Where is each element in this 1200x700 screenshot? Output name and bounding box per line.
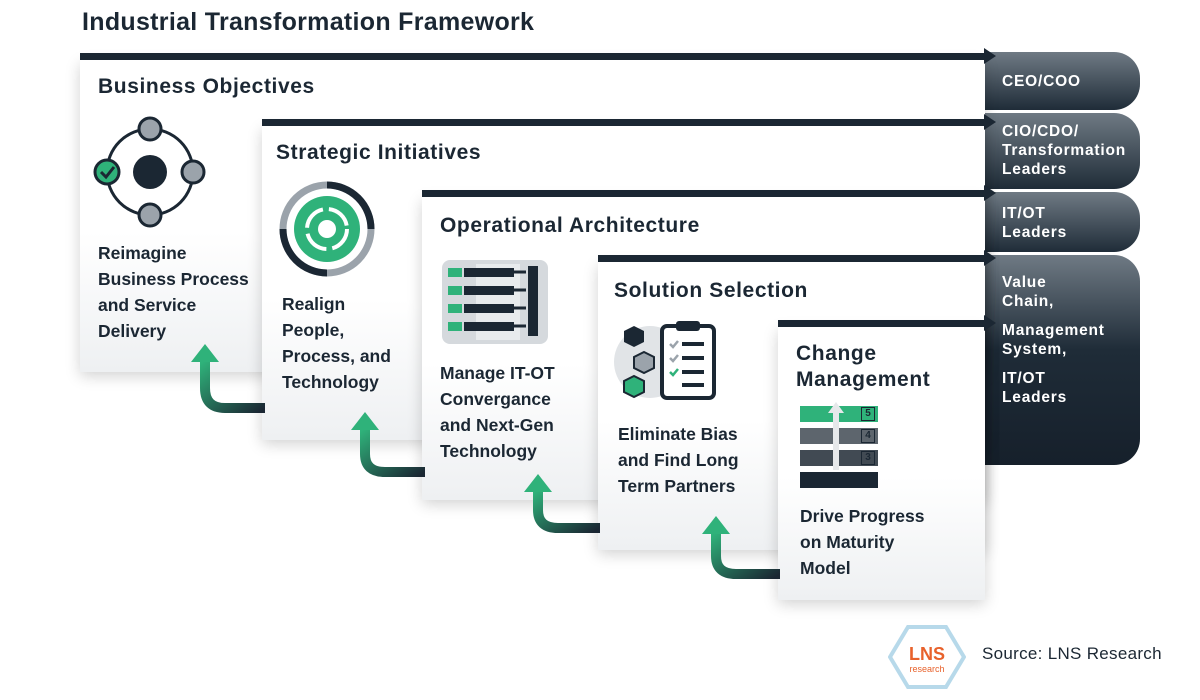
role-tab-ceo: CEO/COO bbox=[985, 52, 1140, 110]
role-line: IT/OT bbox=[1002, 205, 1046, 222]
desc-line: Process, and bbox=[282, 346, 391, 366]
maturity-number: 5 bbox=[861, 407, 875, 421]
role-line: Management bbox=[1002, 322, 1105, 339]
lns-logo-icon: LNS research bbox=[888, 625, 966, 689]
level-bar bbox=[598, 255, 985, 262]
role-line: Transformation bbox=[1002, 142, 1127, 159]
desc-line: Model bbox=[800, 558, 851, 578]
desc-line: People, bbox=[282, 320, 345, 340]
curved-up-arrow-icon bbox=[524, 474, 600, 533]
card-title: Change Management bbox=[796, 341, 930, 393]
role-line: Value bbox=[1002, 274, 1047, 291]
card-description: Drive Progress on Maturity Model bbox=[800, 503, 925, 581]
desc-line: Business Process bbox=[98, 269, 249, 289]
desc-line: Drive Progress bbox=[800, 506, 925, 526]
role-line: Chain, bbox=[1002, 293, 1055, 310]
bar-arrowhead bbox=[984, 48, 996, 64]
card-title: Business Objectives bbox=[98, 75, 315, 98]
desc-line: Term Partners bbox=[618, 476, 736, 496]
desc-line: Eliminate Bias bbox=[618, 424, 738, 444]
level-bar bbox=[80, 53, 985, 60]
logo-text: LNS bbox=[909, 644, 945, 664]
level-bar bbox=[422, 190, 985, 197]
source-caption: Source: LNS Research bbox=[982, 644, 1162, 663]
role-line: CIO/CDO/ bbox=[1002, 123, 1080, 140]
bar-arrowhead bbox=[984, 250, 996, 266]
desc-line: and Next-Gen bbox=[440, 415, 554, 435]
maturity-model-icon: 5 4 3 bbox=[800, 402, 878, 490]
role-line: Leaders bbox=[1002, 224, 1068, 241]
desc-line: Realign bbox=[282, 294, 346, 314]
card-description: Eliminate Bias and Find Long Term Partne… bbox=[618, 421, 739, 499]
bar-arrowhead bbox=[984, 185, 996, 201]
bar-arrowhead bbox=[984, 114, 996, 130]
bar-arrowhead bbox=[984, 315, 996, 331]
desc-line: on Maturity bbox=[800, 532, 895, 552]
role-tab-value-chain: Value Chain, Management System, IT/OT Le… bbox=[985, 255, 1140, 465]
card-title: Strategic Initiatives bbox=[276, 141, 482, 164]
curved-up-arrow-icon bbox=[702, 516, 780, 579]
refresh-cycle-icon bbox=[279, 181, 375, 277]
page-title: Industrial Transformation Framework bbox=[82, 8, 535, 36]
level-bar bbox=[262, 119, 985, 126]
maturity-number: 3 bbox=[861, 451, 875, 465]
desc-line: Reimagine bbox=[98, 243, 187, 263]
title-line: Change bbox=[796, 342, 877, 365]
role-line: CEO/COO bbox=[1002, 73, 1081, 90]
desc-line: Manage IT-OT bbox=[440, 363, 555, 383]
desc-line: and Find Long bbox=[618, 450, 739, 470]
maturity-level-base bbox=[800, 472, 878, 488]
clipboard-checklist-icon bbox=[614, 321, 716, 400]
level-bar bbox=[778, 320, 985, 327]
desc-line: and Service bbox=[98, 295, 197, 315]
role-line: Leaders bbox=[1002, 389, 1068, 406]
title-line: Management bbox=[796, 368, 931, 391]
role-line: System, bbox=[1002, 341, 1068, 358]
card-title: Operational Architecture bbox=[440, 214, 700, 237]
curved-up-arrow-icon bbox=[351, 412, 425, 477]
role-tab-cio: CIO/CDO/ Transformation Leaders bbox=[985, 113, 1140, 189]
up-arrow-icon bbox=[828, 402, 844, 470]
role-line: IT/OT bbox=[1002, 370, 1046, 387]
cycle-nodes-icon bbox=[93, 116, 206, 228]
card-description: Manage IT-OT Convergance and Next-Gen Te… bbox=[440, 360, 555, 464]
desc-line: Technology bbox=[440, 441, 537, 461]
desc-line: Convergance bbox=[440, 389, 551, 409]
card-title: Solution Selection bbox=[614, 279, 808, 302]
role-tab-itot: IT/OT Leaders bbox=[985, 192, 1140, 252]
maturity-number: 4 bbox=[861, 429, 875, 443]
card-description: Realign People, Process, and Technology bbox=[282, 291, 391, 395]
curved-up-arrow-icon bbox=[191, 344, 265, 413]
role-line: Leaders bbox=[1002, 161, 1068, 178]
server-stack-icon bbox=[442, 260, 548, 344]
card-description: Reimagine Business Process and Service D… bbox=[98, 240, 249, 344]
logo-subtext: research bbox=[909, 664, 944, 674]
desc-line: Delivery bbox=[98, 321, 167, 341]
desc-line: Technology bbox=[282, 372, 379, 392]
